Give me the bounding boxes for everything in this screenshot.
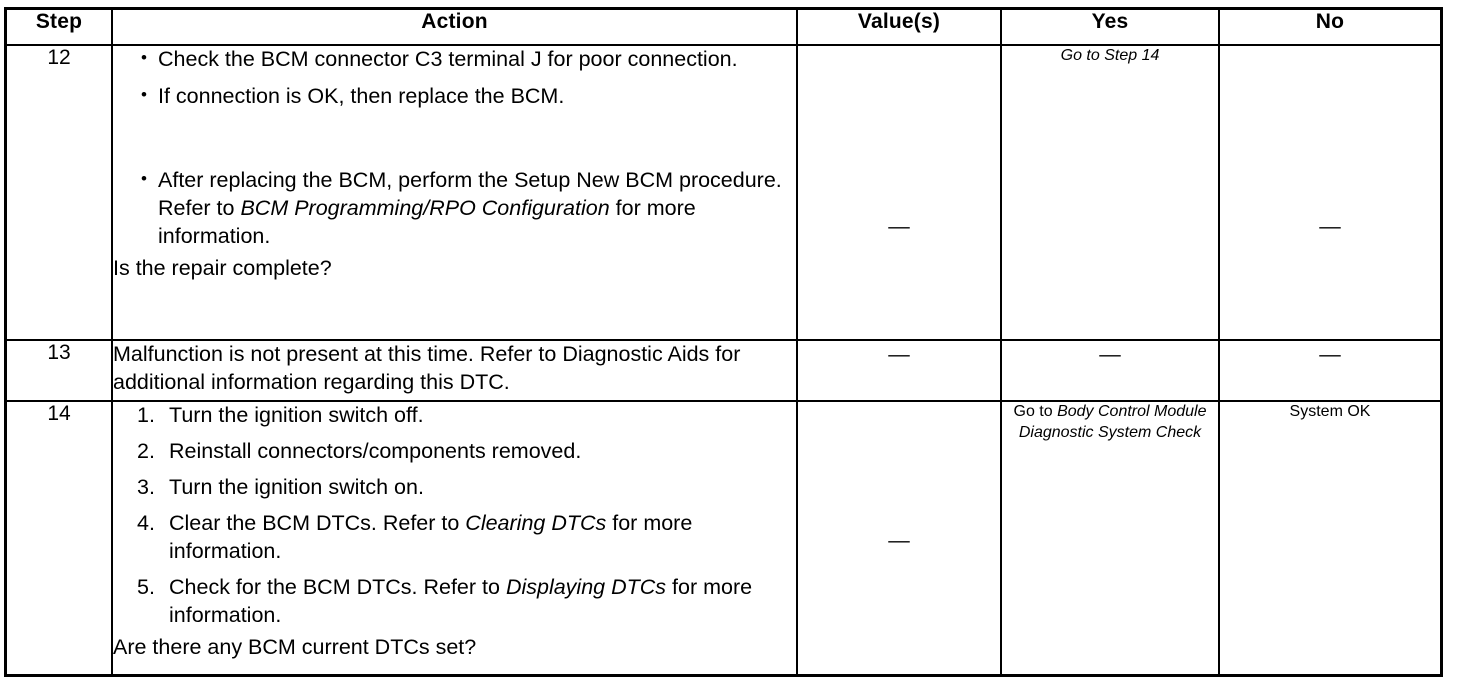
em-dash: — (1319, 214, 1341, 238)
table-body: 12 Check the BCM connector C3 terminal J… (5, 44, 1442, 676)
value-cell: — (796, 339, 1002, 402)
text-before-reference: Turn the ignition switch off. (169, 403, 424, 427)
yes-cell: — (1000, 339, 1220, 402)
no-cell: — (1218, 339, 1442, 402)
yes-cell: Go to Step 14 (1000, 44, 1220, 341)
column-header-action: Action (111, 8, 798, 46)
document-reference: Clearing DTCs (465, 510, 607, 535)
header-row: Step Action Value(s) Yes No (5, 8, 1442, 46)
action-question: Are there any BCM current DTCs set? (113, 634, 477, 659)
document-reference: Body Control Module Diagnostic System Ch… (1018, 403, 1207, 441)
text-before-reference: Go to (1013, 403, 1058, 420)
text-after-reference: for more information. (169, 510, 693, 563)
column-header-no: No (1218, 8, 1442, 46)
table-row: 14 Turn the ignition switch off. Reinsta… (5, 400, 1442, 676)
yes-cell: Go to Body Control Module Diagnostic Sys… (1000, 400, 1220, 676)
column-header-values: Value(s) (796, 8, 1002, 46)
list-item: Clear the BCM DTCs. Refer to Clearing DT… (113, 510, 796, 566)
yes-action-text: Go to Step 14 (1060, 47, 1160, 64)
step-number-cell: 13 (5, 339, 113, 402)
text-before-reference: Clear the BCM DTCs. Refer to (169, 510, 466, 535)
diagnostic-procedure-table: Step Action Value(s) Yes No 12 Check the… (4, 7, 1443, 677)
value-cell: — (796, 400, 1002, 676)
table-row: 13 Malfunction is not present at this ti… (5, 339, 1442, 402)
vertical-spacer (113, 111, 796, 167)
bullet-list-bottom: After replacing the BCM, perform the Set… (113, 166, 796, 251)
action-paragraph: Malfunction is not present at this time.… (113, 342, 741, 394)
column-header-yes: Yes (1000, 8, 1220, 46)
no-action-text: System OK (1289, 403, 1371, 420)
document-reference: BCM Programming/RPO Configuration (240, 195, 610, 220)
action-cell: Check the BCM connector C3 terminal J fo… (111, 44, 798, 341)
action-cell: Turn the ignition switch off. Reinstall … (111, 400, 798, 676)
yes-action-text: Go to Body Control Module Diagnostic Sys… (1002, 402, 1218, 444)
step-number-cell: 14 (5, 400, 113, 676)
list-item: Check for the BCM DTCs. Refer to Display… (113, 574, 796, 630)
list-item: Turn the ignition switch on. (113, 474, 796, 502)
step-number-cell: 12 (5, 44, 113, 341)
action-cell: Malfunction is not present at this time.… (111, 339, 798, 402)
column-header-step: Step (5, 8, 113, 46)
list-item: After replacing the BCM, perform the Set… (113, 166, 796, 251)
numbered-step-list: Turn the ignition switch off. Reinstall … (113, 402, 796, 630)
value-cell: — (796, 44, 1002, 341)
em-dash: — (888, 214, 910, 238)
list-item: If connection is OK, then replace the BC… (113, 82, 796, 111)
text-before-reference: After replacing the BCM, perform the Set… (158, 167, 782, 220)
list-item: Check the BCM connector C3 terminal J fo… (113, 45, 796, 74)
action-question: Is the repair complete? (113, 255, 332, 280)
bullet-list-top: Check the BCM connector C3 terminal J fo… (113, 45, 796, 111)
text-before-reference: Check for the BCM DTCs. Refer to (169, 574, 506, 599)
em-dash: — (888, 528, 910, 552)
no-cell: — (1218, 44, 1442, 341)
text-before-reference: Reinstall connectors/components removed. (169, 438, 582, 463)
document-reference: Displaying DTCs (505, 574, 667, 599)
table-header: Step Action Value(s) Yes No (5, 8, 1442, 46)
text-before-reference: Turn the ignition switch on. (169, 474, 424, 499)
text-after-reference: for more information. (158, 195, 696, 248)
no-cell: System OK (1218, 400, 1442, 676)
table-row: 12 Check the BCM connector C3 terminal J… (5, 44, 1442, 341)
text-after-reference: for more information. (169, 574, 753, 627)
list-item: Turn the ignition switch off. (113, 402, 796, 430)
list-item: Reinstall connectors/components removed. (113, 438, 796, 466)
